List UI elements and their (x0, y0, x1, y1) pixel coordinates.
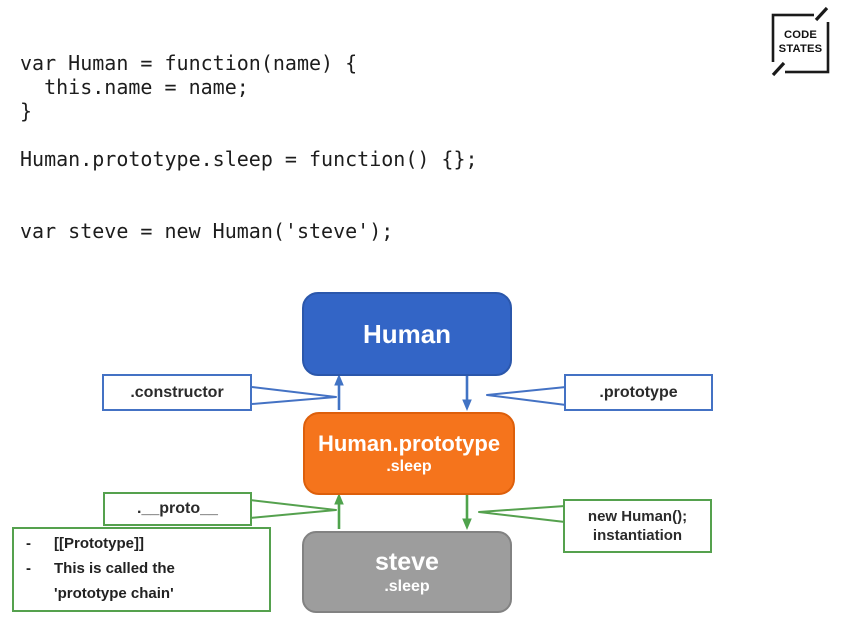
logo-text-bottom: STATES (779, 43, 823, 55)
instantiation-callout-tail (478, 505, 566, 523)
instantiation-callout: new Human(); instantiation (563, 499, 712, 553)
constructor-callout-label: .constructor (130, 383, 224, 401)
instantiation-down-arrow (462, 493, 472, 530)
logo-text-top: CODE (784, 29, 817, 41)
human-prototype-box-title: Human.prototype (317, 431, 501, 456)
human-prototype-box: Human.prototype .sleep (303, 412, 515, 495)
note-item-text: [[Prototype]] (54, 535, 144, 552)
prototype-callout-label: .prototype (599, 383, 678, 401)
human-box: Human (302, 292, 512, 376)
code-block: var Human = function(name) { this.name =… (20, 51, 478, 243)
constructor-callout-tail (251, 386, 337, 405)
note-item: - [[Prototype]] (26, 531, 263, 556)
proto-up-arrow (334, 493, 344, 529)
human-box-title: Human (362, 318, 452, 349)
note-item: - This is called the 'prototype chain' (26, 556, 263, 606)
note-bullet: - (26, 560, 31, 577)
instantiation-callout-line1: new Human(); (587, 507, 688, 525)
proto-callout-tail (249, 499, 337, 519)
constructor-callout: .constructor (102, 374, 252, 411)
human-prototype-box-subtitle: .sleep (386, 458, 432, 475)
note-bullet: - (26, 535, 31, 552)
proto-callout-label: .__proto__ (137, 500, 218, 517)
prototype-down-arrow (462, 374, 472, 411)
constructor-up-arrow (334, 374, 344, 410)
note-item-text: This is called the 'prototype chain' (54, 560, 175, 602)
proto-callout: .__proto__ (103, 492, 252, 526)
instantiation-callout-line2: instantiation (592, 527, 683, 544)
steve-box-subtitle: .sleep (384, 578, 430, 595)
steve-box-title: steve (375, 548, 439, 576)
prototype-chain-note: - [[Prototype]] - This is called the 'pr… (12, 527, 271, 612)
steve-box: steve .sleep (302, 531, 512, 613)
prototype-callout: .prototype (564, 374, 713, 411)
prototype-callout-tail (486, 386, 567, 406)
codestates-logo-icon: CODE STATES (770, 6, 832, 78)
